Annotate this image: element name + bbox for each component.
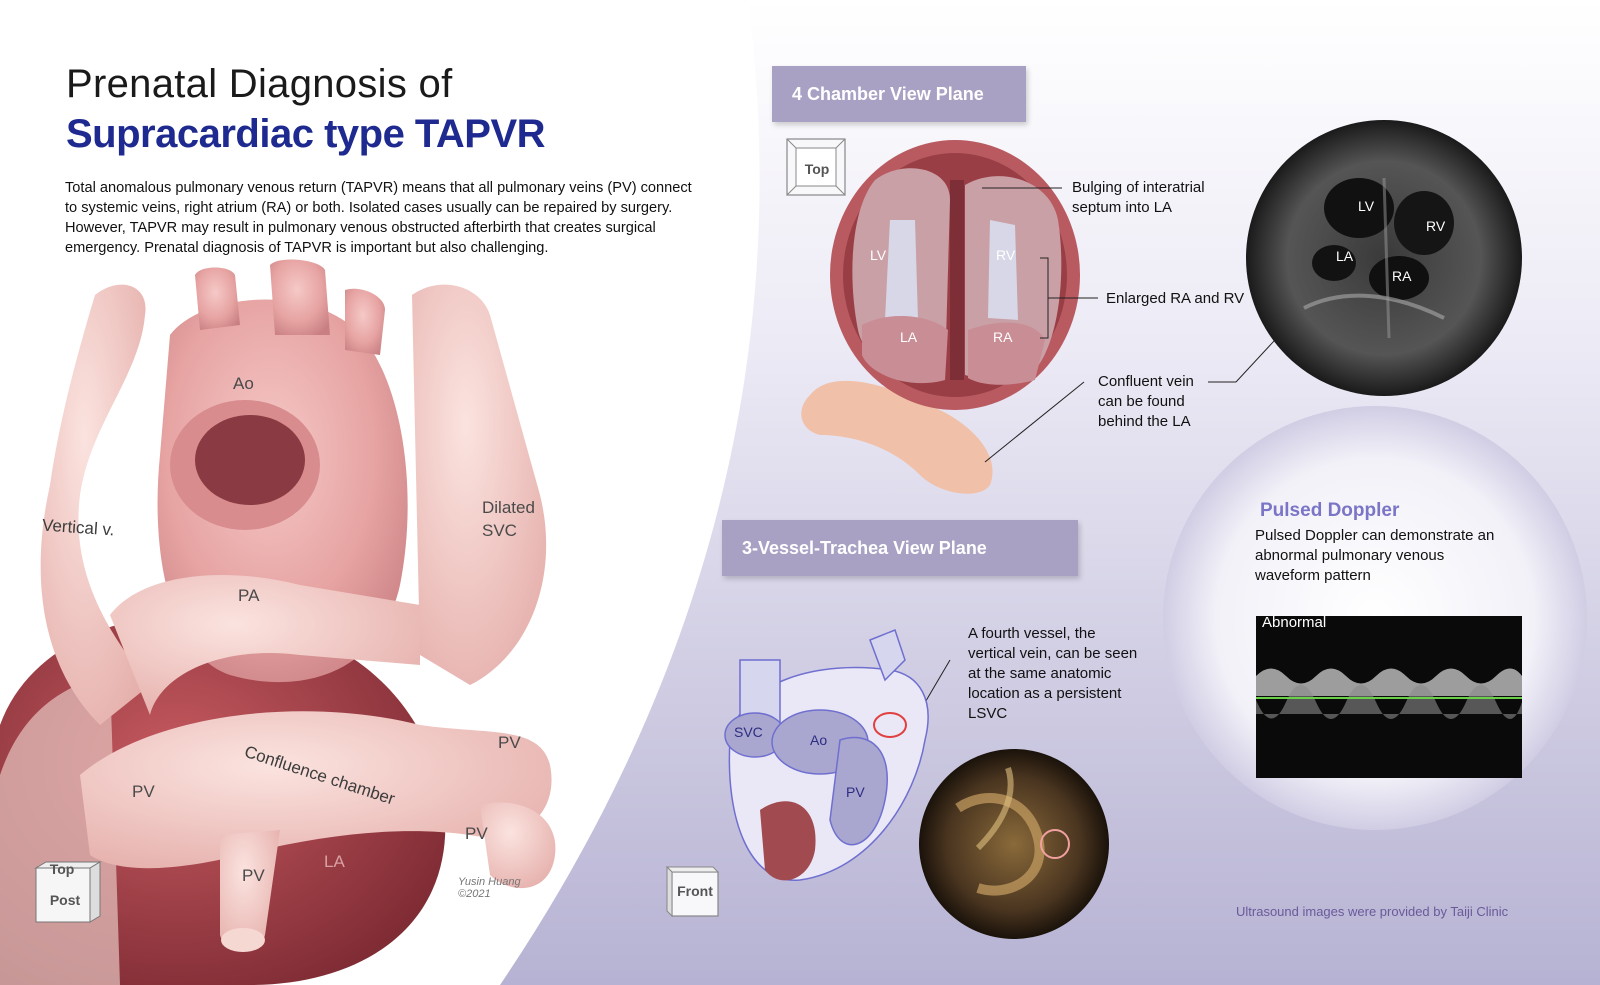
us-label-lv: LV — [1358, 198, 1375, 214]
us-label-ra: RA — [1392, 268, 1412, 284]
doppler-title: Pulsed Doppler — [1260, 500, 1400, 521]
label-pv-left: PV — [132, 782, 155, 801]
label-la: LA — [324, 852, 345, 871]
heart-label-ra: RA — [993, 329, 1013, 345]
tv-label-svc: SVC — [734, 724, 763, 740]
label-pv-right-bottom: PV — [465, 824, 488, 843]
callout-enlarged-ra-rv: Enlarged RA and RV — [1106, 290, 1245, 307]
front-cube-icon — [666, 866, 720, 918]
three-vessel-ultrasound — [919, 749, 1109, 939]
doppler-abnormal-label: Abnormal — [1262, 614, 1327, 631]
three-vessel-header: 3-Vessel-Trachea View Plane — [722, 520, 1078, 576]
main-heart-illustration — [0, 259, 556, 985]
heart-label-la: LA — [900, 329, 918, 345]
cube-post-label: Post — [49, 892, 81, 908]
us-label-rv: RV — [1426, 218, 1446, 234]
label-dilated-svc: Dilated SVC — [482, 498, 535, 540]
top-cube-icon — [786, 138, 846, 196]
doppler-description: Pulsed Doppler can demonstrate an abnorm… — [1255, 527, 1495, 584]
artist-signature: Yusin Huang ©2021 — [458, 876, 521, 900]
callout-fourth-vessel: A fourth vessel, the vertical vein, can … — [968, 625, 1138, 722]
us-label-la: LA — [1336, 248, 1354, 264]
heart-label-rv: RV — [996, 247, 1016, 263]
orientation-cube-icon — [34, 861, 102, 923]
label-pv-bottom: PV — [242, 866, 265, 885]
three-vessel-heart-illustration — [724, 629, 929, 881]
title-line-2: Supracardiac type TAPVR — [66, 112, 546, 156]
four-chamber-ultrasound — [1246, 120, 1522, 396]
four-chamber-header: 4 Chamber View Plane — [772, 66, 1026, 122]
tv-label-pv: PV — [846, 784, 865, 800]
intro-paragraph: Total anomalous pulmonary venous return … — [65, 180, 692, 256]
cube-top-label: Top — [49, 861, 75, 877]
title-line-1: Prenatal Diagnosis of — [66, 62, 453, 106]
top-cube-label: Top — [804, 161, 830, 177]
label-ao: Ao — [233, 374, 254, 393]
label-pa: PA — [238, 586, 260, 605]
doppler-waveform-image — [1256, 616, 1522, 778]
four-chamber-heart-illustration — [801, 140, 1080, 494]
callout-confluent-vein: Confluent vein can be found behind the L… — [1098, 373, 1194, 430]
image-credit: Ultrasound images were provided by Taiji… — [1236, 904, 1509, 919]
tv-label-ao: Ao — [810, 732, 828, 748]
front-cube-label: Front — [677, 883, 713, 899]
callout-bulging-septum: Bulging of interatrial septum into LA — [1072, 179, 1205, 216]
heart-label-lv: LV — [870, 247, 887, 263]
label-pv-right-top: PV — [498, 733, 521, 752]
